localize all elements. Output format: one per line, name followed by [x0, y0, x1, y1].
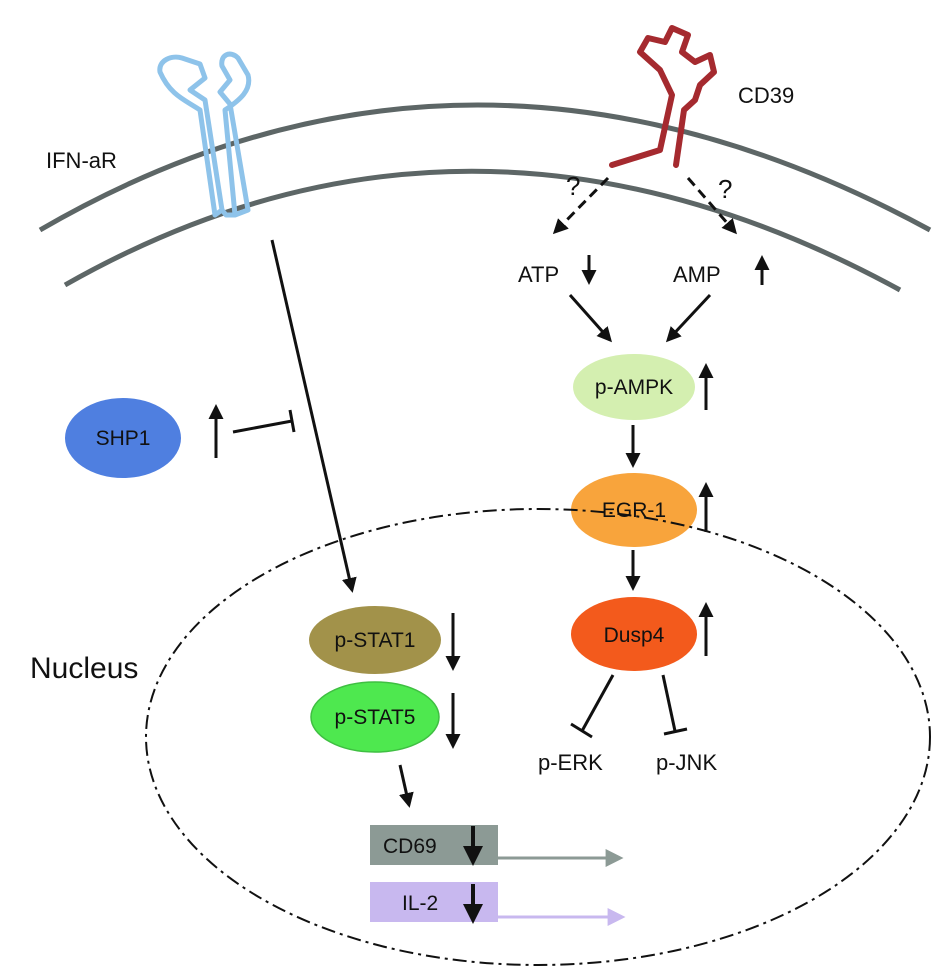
- pjnk-inhibition-bar: [663, 727, 688, 736]
- shp1-label: SHP1: [96, 427, 151, 450]
- shp1-inhibition-line: [232, 419, 293, 434]
- nucleus-boundary: [145, 508, 931, 966]
- cd39-to-amp-arrow: [686, 177, 737, 235]
- nucleus-label: Nucleus: [30, 652, 138, 685]
- p-jnk-label: p-JNK: [656, 750, 717, 775]
- p-stat1-node: [309, 606, 441, 674]
- cd39-label: CD39: [738, 83, 794, 108]
- cd39-icon: [609, 25, 717, 168]
- dusp4-inhibits-perk: [580, 674, 615, 732]
- question-mark-left: ?: [566, 171, 580, 201]
- p-erk-label: p-ERK: [538, 750, 603, 775]
- cd39-to-atp-arrow: [552, 176, 610, 235]
- p-ampk-label: p-AMPK: [595, 376, 673, 399]
- egr1-node: [571, 473, 697, 547]
- dusp4-inhibits-pjnk: [661, 674, 677, 732]
- p-stat5-node: [310, 681, 440, 753]
- ifnar-to-stat-arrow: [270, 239, 357, 593]
- atp-label: ATP: [518, 262, 559, 287]
- ifn-receptor-icon: [157, 51, 252, 218]
- dusp4-node: [571, 597, 697, 671]
- amp-to-pampk-arrow: [665, 293, 712, 343]
- egr1-label: EGR-1: [602, 499, 666, 522]
- p-ampk-node: [573, 354, 695, 420]
- membrane-outer: [38, 102, 932, 233]
- amp-label: AMP: [673, 262, 721, 287]
- ifn-receptor-label: IFN-aR: [46, 148, 117, 173]
- dusp4-label: Dusp4: [604, 624, 665, 647]
- stat-to-genes-arrow: [398, 764, 414, 808]
- p-stat1-label: p-STAT1: [335, 629, 416, 652]
- question-mark-right: ?: [718, 174, 732, 204]
- cd69-label: CD69: [383, 835, 437, 858]
- perk-inhibition-bar: [570, 722, 593, 739]
- membrane-inner: [63, 168, 902, 293]
- il2-label: IL-2: [402, 892, 438, 915]
- shp1-inhibition-bar: [288, 409, 296, 433]
- atp-to-pampk-arrow: [568, 294, 612, 343]
- shp1-node: [65, 398, 181, 478]
- p-stat5-label: p-STAT5: [335, 706, 416, 729]
